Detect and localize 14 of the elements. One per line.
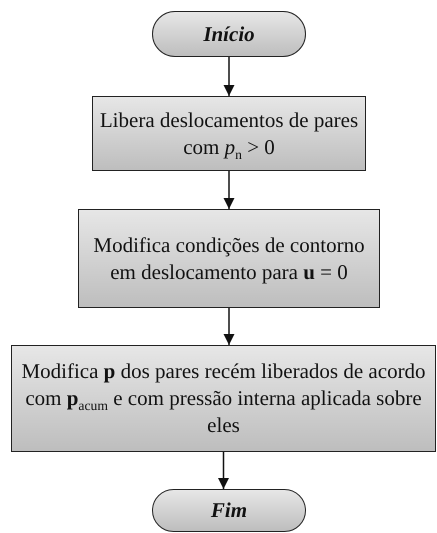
arrow bbox=[218, 452, 229, 489]
terminator-label: Fim bbox=[210, 497, 248, 524]
process-text: Modifica condições de contorno em deslocamento para u = 0 bbox=[92, 232, 366, 286]
terminator-label: Início bbox=[203, 20, 255, 48]
process-text: Libera deslocamentos de pares com p$_{n}$ > 0 bbox=[98, 106, 360, 160]
process-box bbox=[11, 345, 436, 452]
terminator-shape bbox=[152, 11, 306, 57]
arrow bbox=[224, 171, 234, 209]
process-box bbox=[78, 209, 380, 308]
process-box bbox=[92, 96, 366, 171]
process-text: Modifica p dos pares recém liberados de acordo com p$_{acum}$ e com pressão interna aplicada sobre eles bbox=[20, 358, 427, 439]
terminator-shape bbox=[152, 489, 306, 532]
arrow bbox=[224, 308, 234, 345]
arrow bbox=[224, 57, 234, 96]
